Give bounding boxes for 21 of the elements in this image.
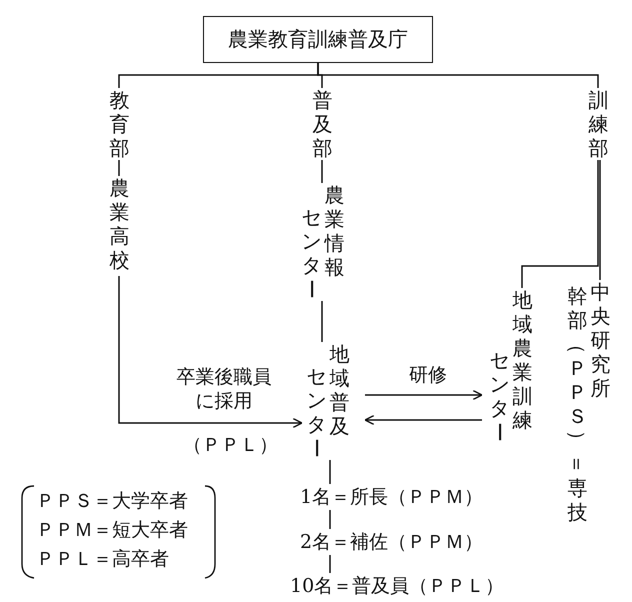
- center-label: 農業情報センター: [300, 183, 346, 301]
- institute-label: 幹部（ＰＰＳ）＝専技: [566, 284, 589, 525]
- school-label: 農業高校: [107, 176, 131, 276]
- center-label: 地域普及センター: [305, 342, 351, 460]
- connector-line: [521, 160, 599, 288]
- connector-line: [317, 63, 599, 88]
- connector-line: [329, 460, 331, 484]
- arrow: [364, 414, 482, 426]
- arrow: [365, 390, 483, 400]
- department-label: 訓練部: [586, 88, 610, 160]
- connector-line: [329, 555, 331, 573]
- connector-line: [321, 160, 323, 183]
- department-label: 普及部: [310, 88, 334, 160]
- agency-box: 農業教育訓練普及庁: [203, 16, 433, 63]
- department-label: 教育部: [107, 88, 131, 160]
- connector-line: [118, 160, 120, 176]
- connector-line: [321, 301, 323, 342]
- connector-line: [329, 510, 331, 529]
- institute-label: 中央研究所: [590, 280, 612, 402]
- connector-line: [599, 160, 601, 280]
- arrow: [118, 276, 303, 428]
